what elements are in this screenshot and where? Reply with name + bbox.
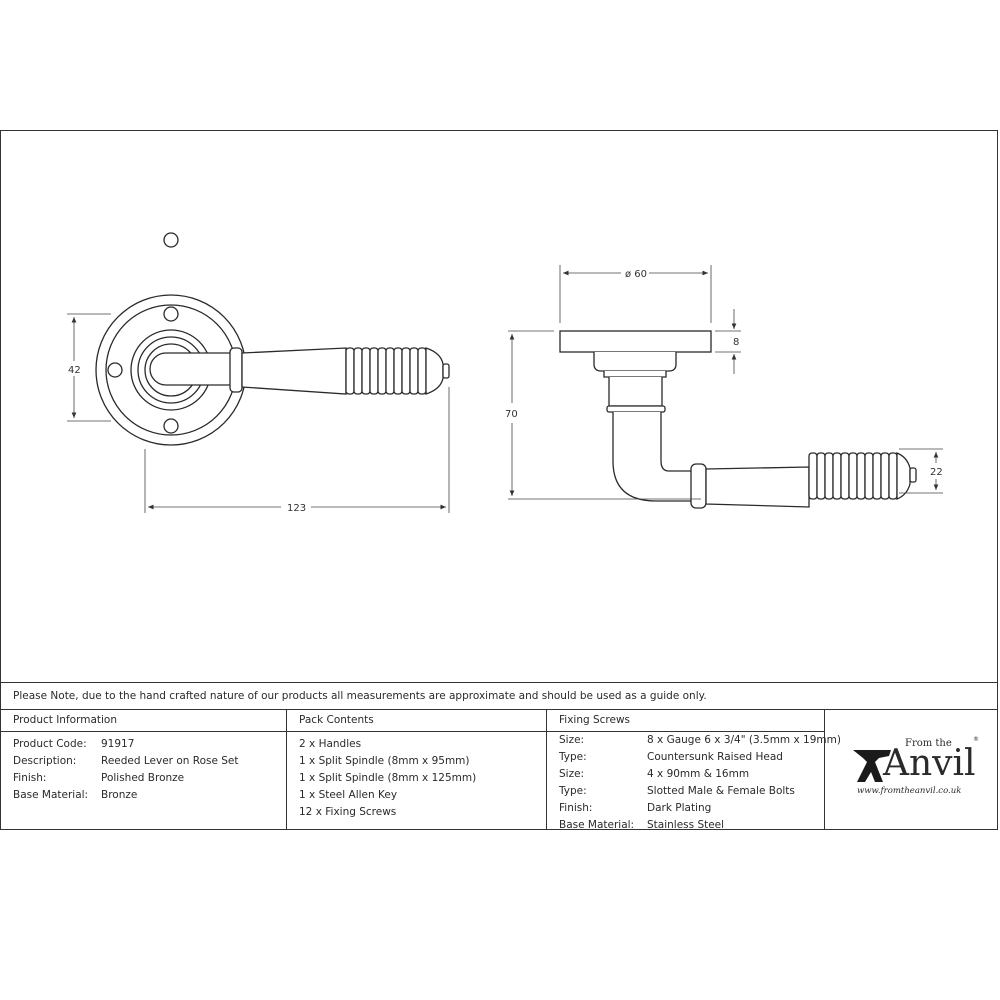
logo-anvil-text: Anvil — [883, 743, 976, 784]
side-view-reeds — [808, 452, 898, 500]
finish-value: Polished Bronze — [101, 772, 185, 784]
registered-mark: ® — [973, 736, 979, 743]
logo-from-the: From the — [905, 738, 952, 749]
screw-spec-row: Type:Slotted Male & Female Bolts — [559, 785, 795, 797]
front-length-label: 123 — [287, 503, 306, 514]
screw-spec-row: Size:8 x Gauge 6 x 3/4" (3.5mm x 19mm) — [559, 734, 841, 746]
pack-item: 12 x Fixing Screws — [299, 806, 397, 818]
product-code-row: Product Code:91917 — [13, 738, 135, 750]
screw-spec-row: Finish:Dark Plating — [559, 802, 712, 814]
projection-label: 70 — [505, 409, 518, 420]
pack-item: 2 x Handles — [299, 738, 362, 750]
base-material-row: Base Material:Bronze — [13, 789, 138, 801]
front-view-reeds — [345, 347, 427, 395]
spec-table: Product Information Product Code:91917 D… — [1, 710, 997, 831]
screw-spec-row: Type:Countersunk Raised Head — [559, 751, 783, 763]
fixing-screws-title: Fixing Screws — [547, 710, 824, 732]
pack-contents-column: Pack Contents 2 x Handles 1 x Split Spin… — [287, 710, 547, 830]
description-row: Description:Reeded Lever on Rose Set — [13, 755, 239, 767]
rose-diameter-label: ø 60 — [625, 269, 647, 280]
technical-drawing-sheet: 42 123 — [0, 130, 998, 831]
base-material-value: Bronze — [101, 789, 138, 801]
pack-contents-title: Pack Contents — [287, 710, 546, 732]
front-height-label: 42 — [68, 365, 81, 376]
pack-item: 1 x Split Spindle (8mm x 125mm) — [299, 772, 477, 784]
pack-item: 1 x Steel Allen Key — [299, 789, 398, 801]
measurement-note: Please Note, due to the hand crafted nat… — [1, 682, 997, 710]
finish-row: Finish:Polished Bronze — [13, 772, 185, 784]
anvil-icon — [853, 750, 891, 782]
rose-thickness-label: 8 — [733, 337, 739, 348]
product-information-title: Product Information — [1, 710, 286, 732]
front-view-rose — [95, 232, 247, 446]
grip-diameter-label: 22 — [930, 467, 943, 478]
side-view-lever — [559, 330, 917, 509]
from-the-anvil-logo: From the Anvil ® www.fromtheanvil.co.uk — [849, 736, 979, 806]
logo-url: www.fromtheanvil.co.uk — [857, 786, 962, 796]
screw-spec-row: Base Material:Stainless Steel — [559, 819, 725, 831]
fixing-screws-column: Fixing Screws Size:8 x Gauge 6 x 3/4" (3… — [547, 710, 841, 831]
technical-drawing: 42 123 — [67, 232, 943, 514]
screw-spec-row: Size:4 x 90mm & 16mm — [559, 768, 750, 780]
front-view-lever — [149, 347, 450, 395]
product-information-column: Product Information Product Code:91917 D… — [1, 710, 287, 830]
pack-item: 1 x Split Spindle (8mm x 95mm) — [299, 755, 470, 767]
description-value: Reeded Lever on Rose Set — [101, 755, 239, 767]
product-code-value: 91917 — [101, 738, 135, 750]
brand-logo-column: From the Anvil ® www.fromtheanvil.co.uk — [825, 710, 997, 830]
